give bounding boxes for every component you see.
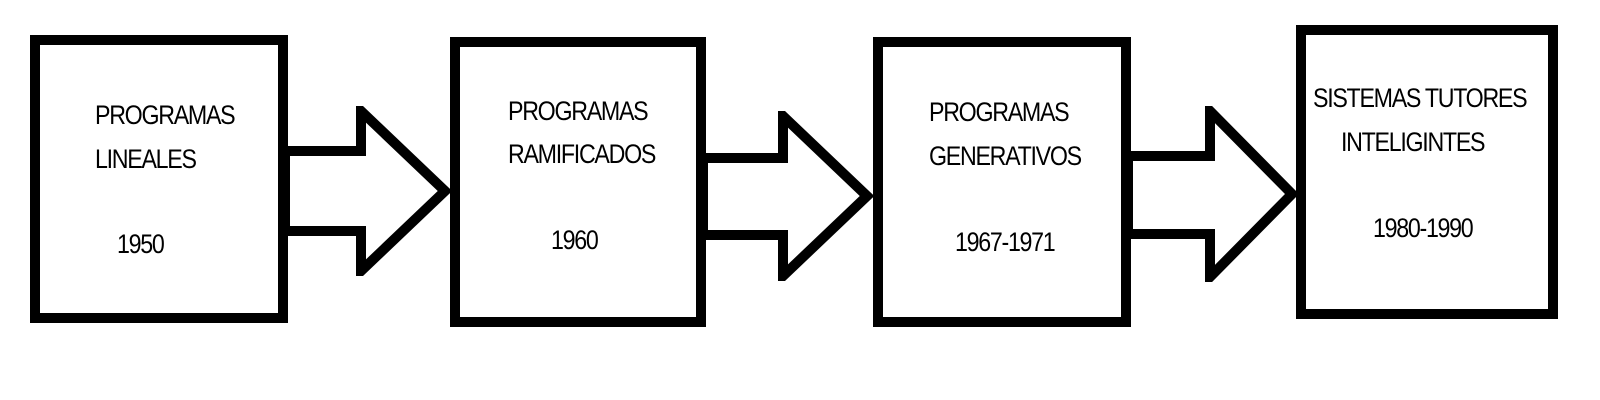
stage-title-line-2: GENERATIVOS <box>929 141 1082 171</box>
arrow-right-icon <box>703 111 873 281</box>
stage-title-line-1: SISTEMAS TUTORES <box>1313 83 1528 113</box>
stage-title-line-1: PROGRAMAS <box>508 96 649 126</box>
arrow-right-icon <box>1128 106 1298 282</box>
stage-period: 1980-1990 <box>1373 213 1474 243</box>
stage-period: 1960 <box>551 225 599 255</box>
arrow-right-icon <box>285 106 450 276</box>
stage-period: 1950 <box>117 229 165 259</box>
stage-title-line-1: PROGRAMAS <box>95 100 236 130</box>
stage-box-programas-ramificados <box>450 37 706 327</box>
stage-title-line-1: PROGRAMAS <box>929 97 1070 127</box>
stage-period: 1967-1971 <box>955 227 1056 257</box>
stage-box-programas-generativos <box>873 37 1131 327</box>
stage-title-line-2: LINEALES <box>95 144 197 174</box>
stage-title-line-2: INTELIGINTES <box>1341 127 1486 157</box>
stage-box-sistemas-tutores-inteligintes <box>1296 25 1558 319</box>
stage-title-line-2: RAMIFICADOS <box>508 139 656 169</box>
stage-box-programas-lineales <box>30 35 288 323</box>
